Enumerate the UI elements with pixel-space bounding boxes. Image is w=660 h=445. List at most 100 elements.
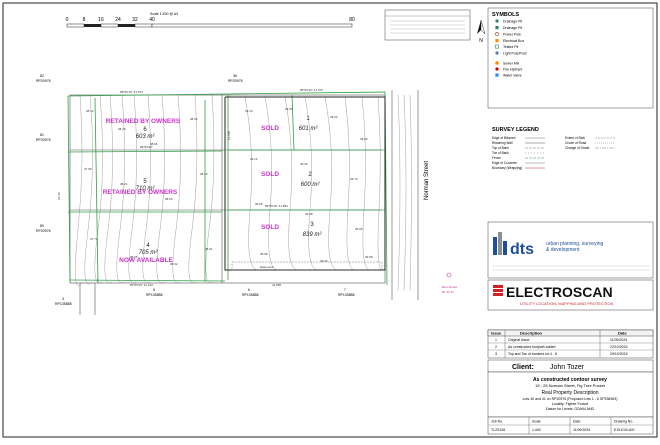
- electroscan-name: ELECTROSCAN: [506, 284, 613, 300]
- dts-panel: [487, 221, 654, 279]
- locality: Locality: Figtree Pocket: [552, 402, 588, 406]
- title-block: dts urban planning, surveying & developm…: [487, 221, 654, 435]
- client-label: Client:: [512, 364, 534, 371]
- rev-header: Description: [520, 331, 543, 336]
- legend-row: Fence: [492, 156, 545, 160]
- drainage-pit-icon: [495, 26, 499, 30]
- rev-cell: Top and Toe of bankers lot 4 - 6: [508, 352, 557, 356]
- electrical-box-icon: [495, 39, 499, 43]
- svg-text:38.21: 38.21: [120, 182, 128, 186]
- svg-text:Crown of Road: Crown of Road: [565, 141, 586, 145]
- neighbour-lot-label: 5: [153, 288, 155, 292]
- street-name: Norman Street: [424, 161, 430, 200]
- lot-status: SOLD: [261, 171, 279, 178]
- svg-text:37.70: 37.70: [90, 237, 98, 241]
- sold-lots-boundary: [224, 96, 386, 271]
- footpath-area: Easement: [231, 261, 383, 271]
- footer-value: TL2S106: [491, 428, 505, 432]
- neighbour-plan-label: RP20976: [36, 79, 51, 83]
- symbol-item: Power Pole: [495, 32, 521, 37]
- svg-text:39.05: 39.05: [255, 202, 263, 206]
- rev-cell: Original Issue: [508, 338, 529, 342]
- footer-label: Job No.: [491, 420, 503, 424]
- svg-text:Retaining Wall: Retaining Wall: [492, 141, 513, 145]
- lot-number: 5: [143, 179, 147, 185]
- water-valve-icon: [495, 73, 499, 77]
- svg-text:RL 35.11: RL 35.11: [442, 290, 454, 294]
- svg-text:39.70: 39.70: [350, 177, 358, 181]
- svg-text:Easement: Easement: [260, 265, 274, 269]
- svg-text:14.595: 14.595: [227, 130, 231, 140]
- rev-header: Issue: [491, 331, 502, 336]
- legend-row: Boundary (Wrapping): [492, 166, 545, 170]
- svg-text:Water Valve: Water Valve: [503, 74, 522, 78]
- scale-tick: 0: [66, 17, 69, 23]
- datum: Datum for Levels: GDA94 AHD: [546, 407, 595, 411]
- lot-area: 600 m²: [301, 182, 321, 188]
- rev-cell: 2: [495, 345, 497, 349]
- legend-row: Toe of Bank: [492, 151, 545, 155]
- lot-area: 601 m²: [299, 126, 319, 132]
- rev-cell: 1: [495, 338, 497, 342]
- svg-text:Extent of Slab: Extent of Slab: [565, 136, 585, 140]
- rpd-title: Real Property Description: [542, 390, 599, 396]
- lot-number: 2: [308, 172, 312, 178]
- svg-text:38.32: 38.32: [170, 262, 178, 266]
- page-border: [2, 2, 658, 438]
- svg-text:89°56'10" 41.570: 89°56'10" 41.570: [300, 88, 323, 92]
- svg-text:37.95: 37.95: [84, 167, 92, 171]
- symbols-panel: SYMBOLS Drainage Pit Drainage Pit Power …: [477, 7, 654, 109]
- lot-status: SOLD: [261, 125, 279, 132]
- dts-tagline: & development: [546, 247, 580, 253]
- legend-row: Edge of Concrete: [492, 161, 545, 165]
- scale-tick: 16: [98, 17, 104, 23]
- scale-tick: 80: [349, 17, 355, 23]
- neighbour-lot-label: 81: [40, 133, 44, 137]
- lot-area: 705 m²: [139, 250, 159, 256]
- svg-text:89°56'40": 89°56'40": [140, 145, 153, 149]
- fire-hydrant-icon: [495, 67, 499, 71]
- legend-row: Top of Bank Change of Grade: [492, 146, 615, 150]
- scale-tick: 32: [132, 17, 138, 23]
- telstra-pit-icon: [495, 44, 499, 49]
- svg-text:39.62: 39.62: [330, 115, 338, 119]
- svg-text:38.92: 38.92: [190, 117, 198, 121]
- svg-text:Boundary (Wrapping): Boundary (Wrapping): [492, 166, 522, 170]
- scale-bar: 0 8 16 24 32 40 80 Scale 1:400 @ A3: [66, 12, 355, 28]
- svg-text:Toe of Bank: Toe of Bank: [492, 151, 509, 155]
- lot-area: 603 m²: [136, 134, 156, 140]
- neighbour-lot-label: 6: [248, 288, 250, 292]
- neighbour-plan-label: RP20976: [36, 138, 51, 142]
- footer-value: 11/09/2024: [573, 428, 590, 432]
- svg-text:39.10: 39.10: [245, 109, 253, 113]
- neighbour-lot-label: 3: [62, 297, 64, 301]
- lot-area: 839 m²: [303, 232, 323, 238]
- svg-text:39.12: 39.12: [250, 157, 258, 161]
- svg-text:38.80: 38.80: [200, 172, 208, 176]
- symbol-item: Light Pole/Post: [495, 51, 527, 56]
- symbol-item: Electrical Box: [495, 39, 524, 43]
- lot-numbers: 6 603 m² 5 710 m² 4 705 m² 1 601 m² 2 60…: [136, 116, 323, 256]
- svg-text:Top of Bank: Top of Bank: [492, 146, 509, 150]
- neighbour-lot-label: 7: [344, 288, 346, 292]
- rpd-line: Lots 40 and 41 on RP20976 (Proposed Lots…: [523, 397, 618, 401]
- lot-number: 3: [310, 222, 314, 228]
- svg-text:Telstra Pit: Telstra Pit: [503, 45, 518, 49]
- svg-text:15.39: 15.39: [57, 192, 61, 200]
- lot-status: SOLD: [261, 224, 279, 231]
- fence-lines: [67, 91, 388, 286]
- footer-label: Drawing No.: [614, 420, 633, 424]
- north-label: N: [479, 38, 483, 44]
- neighbour-plan-label: RP135888: [242, 293, 259, 297]
- electroscan-tagline: UTILITY LOCATION, MAPPING AND PROTECTION: [520, 301, 614, 306]
- lot-status: NOW AVAILABLE: [119, 257, 173, 264]
- lot-status: RETAINED BY OWNERS: [106, 118, 181, 125]
- footer-label: Date: [573, 420, 580, 424]
- svg-text:Drainage Pit: Drainage Pit: [503, 20, 522, 24]
- site-plan: 82 RP20976 36 RP20976 81 RP20976 80 RP20…: [36, 74, 458, 315]
- survey-title: As constructed contour survey: [533, 377, 607, 383]
- neighbour-lot-label: 82: [40, 74, 44, 78]
- lot-status: RETAINED BY OWNERS: [103, 189, 178, 196]
